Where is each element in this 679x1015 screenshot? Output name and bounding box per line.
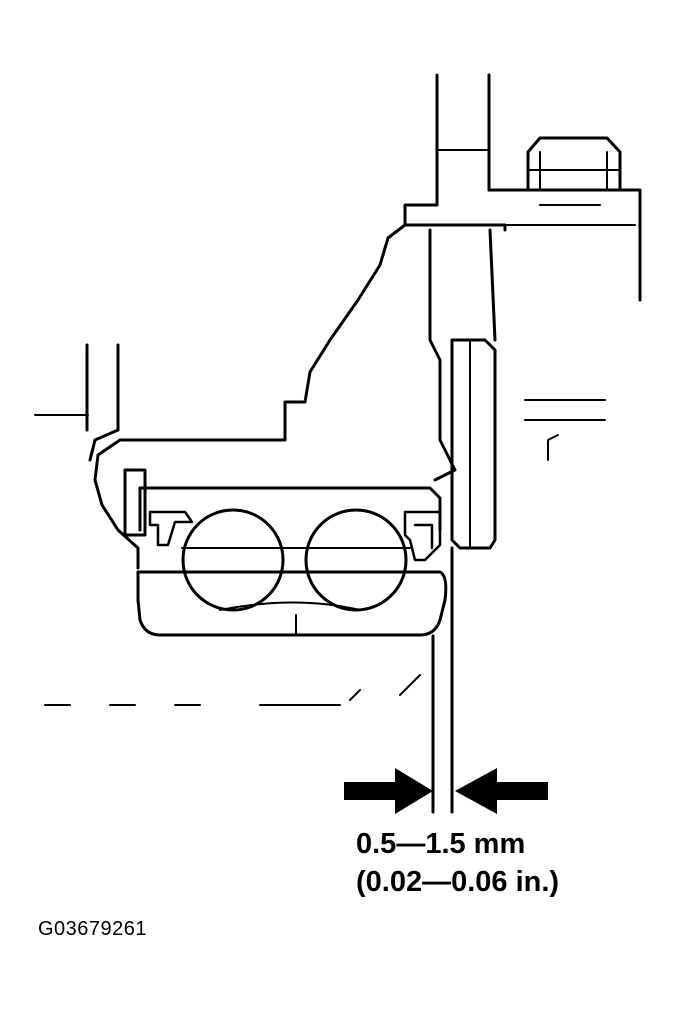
bearing-ball-left: [181, 508, 285, 612]
shaft: [435, 73, 491, 207]
bolt-head: [526, 136, 622, 192]
figure-id-label: G03679261: [38, 918, 148, 940]
clearance-imperial-label: (0.02—0.06 in.): [356, 866, 560, 898]
right-seal: [403, 510, 442, 562]
mounting-bracket: [403, 188, 642, 302]
arrow-left-pointing: [455, 768, 548, 814]
stub-shaft: [450, 228, 497, 550]
knuckle-housing: [34, 223, 457, 570]
bearing-ball-right: [304, 508, 408, 612]
arrow-right-pointing: [344, 768, 433, 814]
hidden-lines: [44, 434, 559, 706]
left-seal: [148, 510, 194, 547]
clearance-arrows: [344, 768, 548, 814]
bearing-balls: [181, 508, 411, 612]
clearance-metric-label: 0.5—1.5 mm: [356, 828, 526, 860]
bearing-inner-race: [136, 570, 448, 637]
clearance-reference-lines: [431, 546, 454, 814]
detail-lines: [524, 399, 606, 421]
